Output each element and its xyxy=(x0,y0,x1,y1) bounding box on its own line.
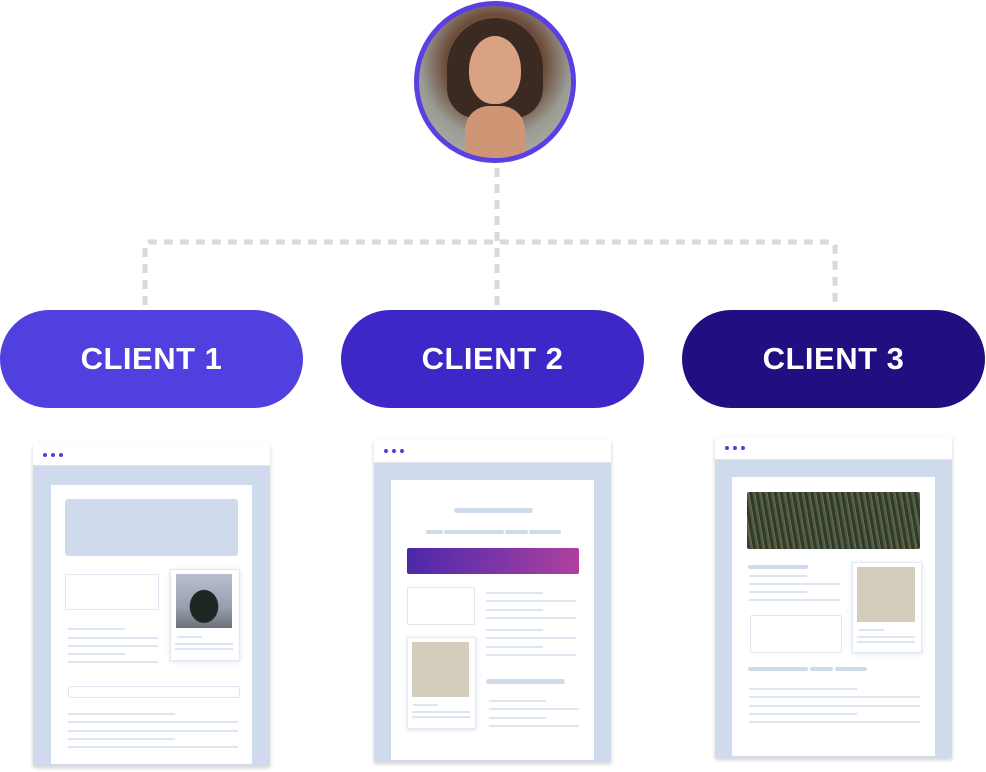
content-box-placeholder xyxy=(750,615,842,653)
content-box-placeholder xyxy=(65,574,159,610)
heading-placeholder xyxy=(810,667,833,671)
card-title-line xyxy=(859,629,884,631)
client-3-pill[interactable]: CLIENT 3 xyxy=(682,310,985,408)
client-2-pill[interactable]: CLIENT 2 xyxy=(341,310,644,408)
button-placeholder xyxy=(68,686,240,698)
text-line-placeholder xyxy=(749,688,857,690)
text-line-placeholder xyxy=(857,636,915,638)
text-line-placeholder xyxy=(857,641,915,643)
text-line-placeholder xyxy=(68,721,238,723)
text-line-placeholder xyxy=(486,646,543,648)
text-line-placeholder xyxy=(489,708,579,710)
window-dot-icon xyxy=(59,452,63,457)
text-line-placeholder xyxy=(175,643,233,645)
heading-placeholder xyxy=(505,530,528,534)
product-image xyxy=(412,642,469,697)
avatar-neck xyxy=(465,106,525,158)
user-avatar xyxy=(414,1,576,163)
window-dot-icon xyxy=(725,446,729,450)
text-line-placeholder xyxy=(68,746,238,748)
text-line-placeholder xyxy=(412,716,470,718)
text-line-placeholder xyxy=(486,637,576,639)
heading-placeholder xyxy=(454,508,533,513)
gradient-banner xyxy=(407,548,579,574)
mockup-header xyxy=(33,444,270,466)
text-line-placeholder xyxy=(175,648,233,650)
heading-placeholder xyxy=(748,667,808,671)
text-line-placeholder xyxy=(486,600,576,602)
text-line-placeholder xyxy=(68,730,238,732)
text-line-placeholder xyxy=(749,721,920,723)
text-line-placeholder xyxy=(68,713,175,715)
text-line-placeholder xyxy=(412,711,470,713)
text-line-placeholder xyxy=(749,705,920,707)
text-line-placeholder xyxy=(486,592,543,594)
text-line-placeholder xyxy=(486,617,576,619)
mockup-header xyxy=(374,440,611,463)
window-dot-icon xyxy=(392,449,396,453)
text-line-placeholder xyxy=(489,700,546,702)
avatar-face xyxy=(469,36,521,104)
window-dot-icon xyxy=(400,449,404,453)
window-dot-icon xyxy=(741,446,745,450)
text-line-placeholder xyxy=(68,637,158,639)
text-line-placeholder xyxy=(489,725,579,727)
window-dot-icon xyxy=(43,452,47,457)
connector-branch xyxy=(142,239,838,305)
window-dot-icon xyxy=(51,452,55,457)
client-1-pill[interactable]: CLIENT 1 xyxy=(0,310,303,408)
client-3-label: CLIENT 3 xyxy=(762,341,905,376)
heading-placeholder xyxy=(748,565,808,569)
card-title-line xyxy=(177,636,202,638)
text-line-placeholder xyxy=(749,575,807,577)
text-line-placeholder xyxy=(489,717,546,719)
window-dot-icon xyxy=(384,449,388,453)
heading-placeholder xyxy=(486,679,565,684)
text-line-placeholder xyxy=(68,645,158,647)
text-line-placeholder xyxy=(486,654,576,656)
text-line-placeholder xyxy=(486,629,543,631)
text-line-placeholder xyxy=(68,661,158,663)
client-2-label: CLIENT 2 xyxy=(421,341,564,376)
heading-placeholder xyxy=(529,530,561,534)
mockup-header xyxy=(715,437,952,460)
card-title-line xyxy=(413,704,438,706)
text-line-placeholder xyxy=(749,599,840,601)
hero-image-placeholder xyxy=(65,499,238,556)
heading-placeholder xyxy=(444,530,504,534)
text-line-placeholder xyxy=(749,591,807,593)
text-line-placeholder xyxy=(749,713,857,715)
text-line-placeholder xyxy=(486,609,543,611)
text-line-placeholder xyxy=(68,653,125,655)
heading-placeholder xyxy=(426,530,443,534)
heading-placeholder xyxy=(835,667,867,671)
text-line-placeholder xyxy=(749,583,840,585)
text-line-placeholder xyxy=(68,738,175,740)
text-line-placeholder xyxy=(68,628,125,630)
car-image xyxy=(176,574,232,628)
content-box-placeholder xyxy=(407,587,475,625)
forest-image xyxy=(747,492,920,549)
window-dot-icon xyxy=(733,446,737,450)
text-line-placeholder xyxy=(749,696,920,698)
product-image xyxy=(857,567,915,622)
client-1-label: CLIENT 1 xyxy=(80,341,223,376)
